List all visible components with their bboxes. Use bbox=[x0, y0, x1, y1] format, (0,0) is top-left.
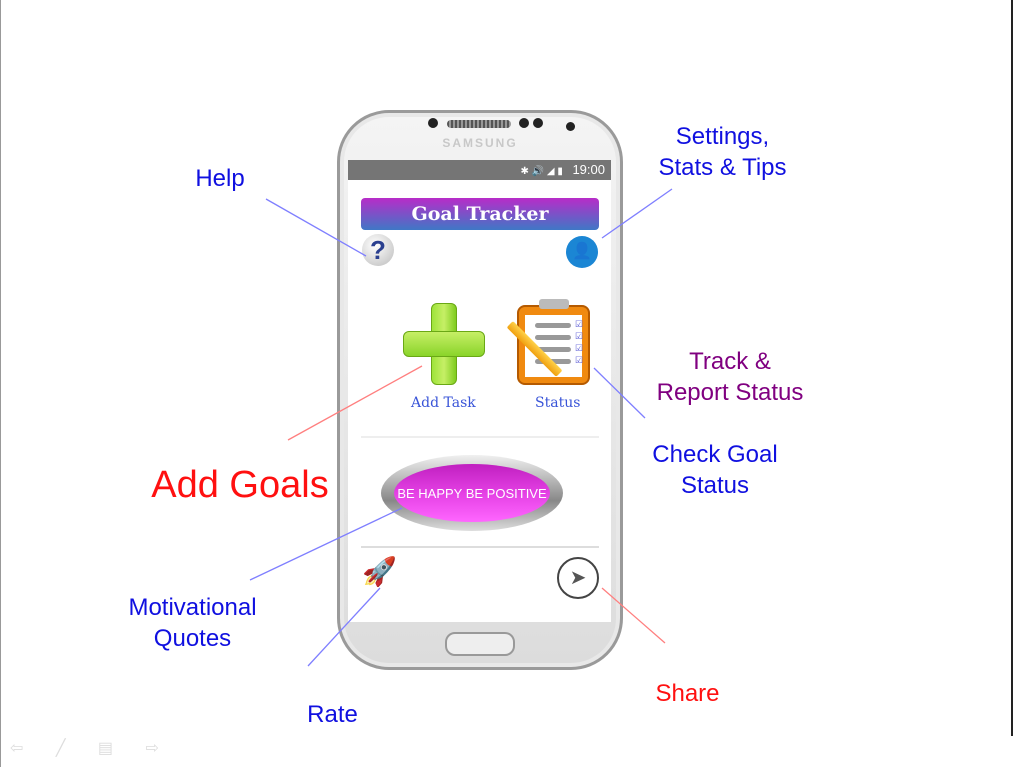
rate-pointer bbox=[307, 587, 381, 667]
help-annotation: Help bbox=[195, 165, 245, 192]
slide-navigation[interactable]: ⇦ ╱ ▤ ⇨ bbox=[10, 740, 173, 757]
add-goals-annotation: Add Goals bbox=[151, 464, 329, 506]
check-status-pointer bbox=[593, 367, 646, 419]
status-label[interactable]: Status bbox=[535, 395, 581, 411]
status-time: 19:00 bbox=[572, 162, 605, 177]
phone-brand: SAMSUNG bbox=[442, 136, 518, 150]
app-title: Goal Tracker bbox=[361, 198, 599, 230]
plus-icon-bar bbox=[403, 331, 485, 357]
slide-edge-right bbox=[1011, 0, 1013, 736]
share-icon[interactable]: ➤ bbox=[557, 557, 599, 599]
share-annotation: Share bbox=[655, 680, 720, 707]
divider bbox=[361, 546, 599, 548]
help-pointer bbox=[265, 198, 367, 257]
settings-annotation: Settings, Stats & Tips bbox=[658, 123, 787, 181]
add-task-label[interactable]: Add Task bbox=[411, 395, 476, 411]
check-status-annotation: Check Goal Status bbox=[652, 441, 778, 499]
sensor bbox=[428, 118, 438, 128]
sensor bbox=[533, 118, 543, 128]
status-bar: ✱ 🔊 ◢ ▮ 19:00 bbox=[348, 160, 611, 180]
home-button bbox=[445, 632, 515, 656]
rate-icon[interactable]: 🚀 bbox=[362, 556, 397, 587]
rate-annotation: Rate bbox=[307, 701, 358, 728]
phone-screen: ✱ 🔊 ◢ ▮ 19:00 Goal Tracker ? 👤 Add Task … bbox=[348, 160, 611, 622]
track-annotation: Track & Report Status bbox=[656, 348, 804, 406]
status-icons: ✱ 🔊 ◢ ▮ bbox=[520, 166, 563, 177]
clipboard-clip bbox=[539, 299, 569, 309]
divider bbox=[361, 436, 599, 438]
slide-edge-left bbox=[0, 0, 1, 767]
front-camera bbox=[566, 122, 575, 131]
add-task-button[interactable] bbox=[403, 303, 485, 385]
quote-button[interactable]: BE HAPPY BE POSITIVE bbox=[381, 455, 563, 531]
speaker-grille bbox=[447, 120, 511, 128]
user-icon[interactable]: 👤 bbox=[566, 236, 598, 268]
sensor bbox=[519, 118, 529, 128]
quotes-pointer bbox=[249, 507, 403, 581]
add-goals-pointer bbox=[287, 365, 423, 441]
help-icon[interactable]: ? bbox=[362, 234, 394, 266]
quotes-annotation: Motivational Quotes bbox=[128, 594, 257, 652]
settings-pointer bbox=[601, 188, 673, 239]
quote-button-label: BE HAPPY BE POSITIVE bbox=[394, 464, 550, 522]
status-button[interactable]: ☑☑☑☑ bbox=[506, 299, 590, 385]
share-pointer bbox=[601, 587, 666, 644]
